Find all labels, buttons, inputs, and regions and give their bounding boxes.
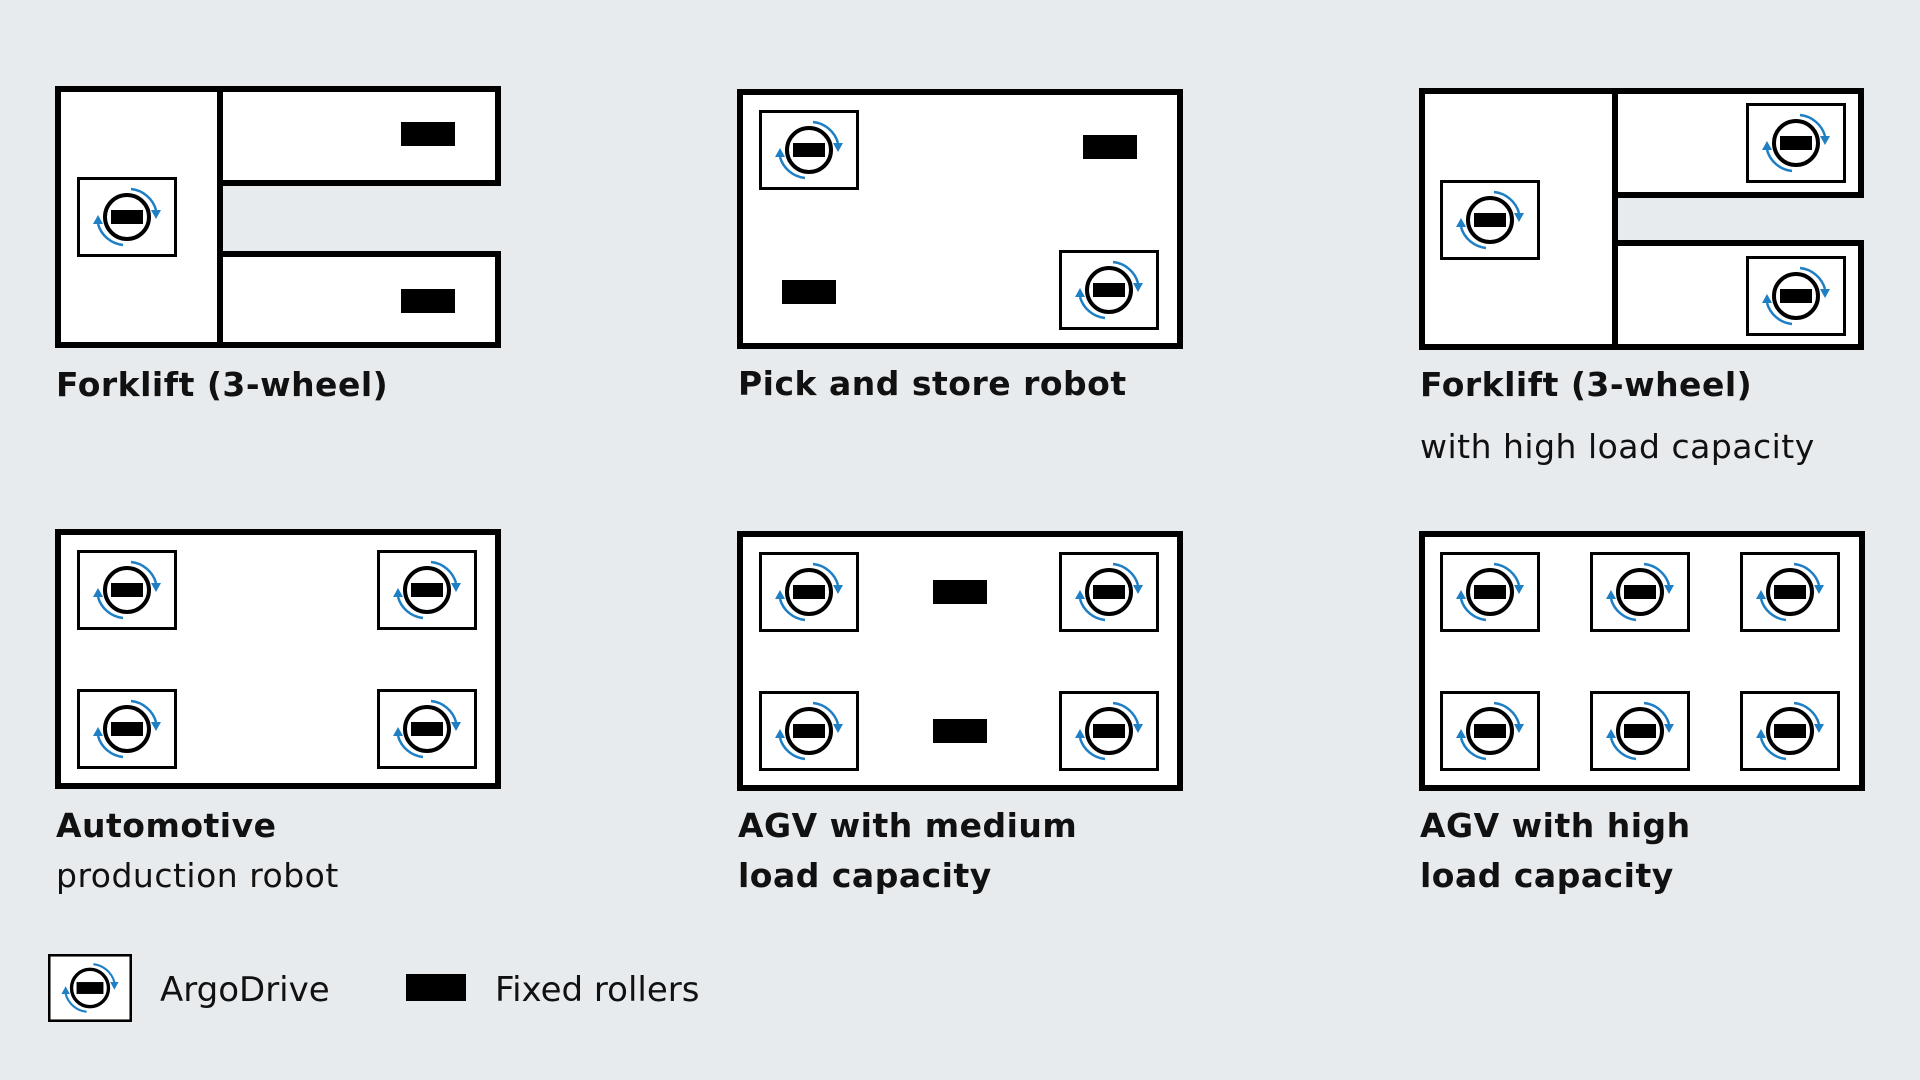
argodrive-icon <box>758 690 860 772</box>
fork-arm-upper <box>217 86 501 186</box>
argodrive-icon <box>47 953 133 1023</box>
chassis-agv-medium-load <box>737 531 1183 791</box>
argodrive-icon <box>76 688 178 770</box>
caption-title: Forklift (3-wheel) <box>56 365 389 404</box>
argodrive-icon <box>376 549 478 631</box>
fixed-roller-icon <box>406 974 466 1001</box>
chassis-forklift-3-wheel <box>55 86 501 348</box>
caption-title: Automotive <box>56 806 277 845</box>
legend-symbols <box>47 953 466 1023</box>
caption-automotive-production-robot: Automotive production robot <box>56 801 339 901</box>
argodrive-icon <box>1439 690 1541 772</box>
caption-agv-high-load: AGV with high load capacity <box>1420 801 1691 901</box>
argodrive-icon <box>758 109 860 191</box>
caption-title: AGV with medium <box>738 806 1078 845</box>
chassis-pick-and-store-robot <box>737 89 1183 349</box>
fork-arm-lower <box>217 251 501 348</box>
argodrive-icon <box>1739 551 1841 633</box>
argodrive-icon <box>1739 690 1841 772</box>
fixed-roller-icon <box>933 580 987 604</box>
caption-title: Forklift (3-wheel) <box>1420 365 1753 404</box>
argodrive-icon <box>1745 102 1847 184</box>
argodrive-icon <box>1439 551 1541 633</box>
argodrive-icon <box>1058 249 1160 331</box>
fixed-roller-icon <box>933 719 987 743</box>
fixed-roller-icon <box>401 122 455 146</box>
caption-subtitle: production robot <box>56 856 339 895</box>
argodrive-icon <box>1058 551 1160 633</box>
fixed-roller-icon <box>1083 135 1137 159</box>
caption-forklift-3-wheel: Forklift (3-wheel) <box>56 360 388 410</box>
caption-pick-and-store-robot: Pick and store robot <box>738 359 1127 409</box>
caption-title: AGV with high <box>1420 806 1691 845</box>
legend-argodrive-label: ArgoDrive <box>160 970 330 1010</box>
caption-forklift-3-wheel-high-load: Forklift (3-wheel) with high load capaci… <box>1420 360 1815 472</box>
caption-subtitle: with high load capacity <box>1420 427 1815 466</box>
caption-subtitle: load capacity <box>1420 856 1674 895</box>
caption-agv-medium-load: AGV with medium load capacity <box>738 801 1077 901</box>
legend-fixed-rollers-label: Fixed rollers <box>495 970 700 1010</box>
argodrive-icon <box>76 549 178 631</box>
chassis-forklift-3-wheel-high-load <box>1419 88 1864 350</box>
fixed-roller-icon <box>401 289 455 313</box>
argodrive-icon <box>1439 179 1541 261</box>
chassis-automotive-production-robot <box>55 529 501 789</box>
argodrive-icon <box>1589 690 1691 772</box>
argodrive-icon <box>76 176 178 258</box>
caption-title: Pick and store robot <box>738 364 1127 403</box>
fixed-roller-icon <box>782 280 836 304</box>
caption-subtitle: load capacity <box>738 856 992 895</box>
chassis-agv-high-load <box>1419 531 1865 791</box>
argodrive-icon <box>376 688 478 770</box>
argodrive-icon <box>1589 551 1691 633</box>
argodrive-icon <box>1058 690 1160 772</box>
argodrive-icon <box>1745 255 1847 337</box>
argodrive-icon <box>758 551 860 633</box>
